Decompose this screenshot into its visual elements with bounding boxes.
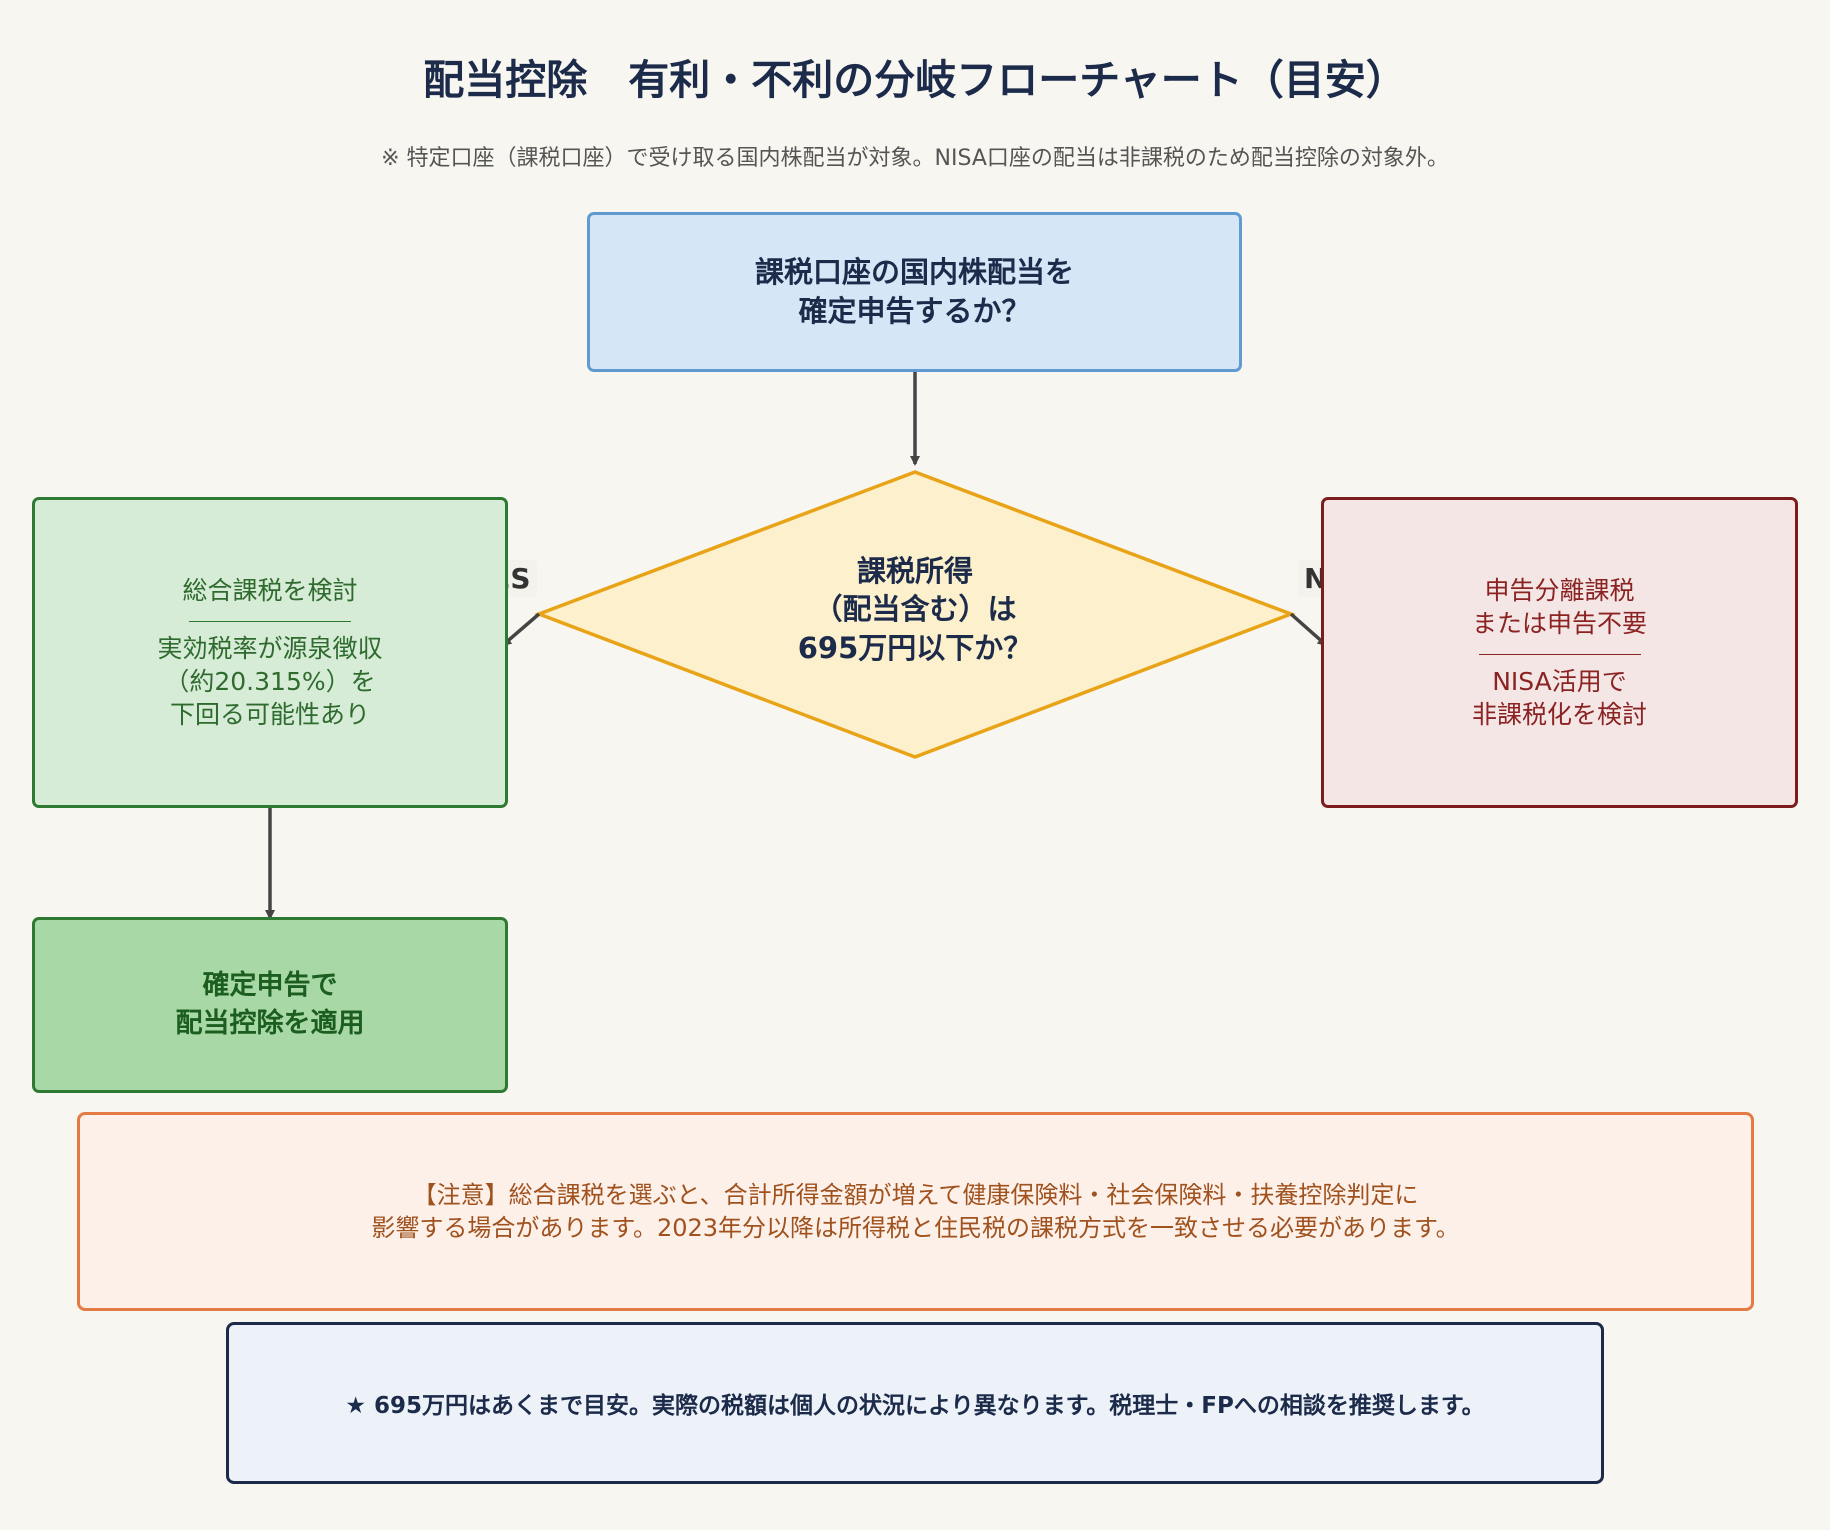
arrow-decision-to-yes bbox=[501, 612, 541, 647]
no-node-heading1: 申告分離課税 bbox=[1484, 576, 1635, 605]
no-node: 申告分離課税 または申告不要 NISA活用で 非課税化を検討 bbox=[1321, 497, 1798, 808]
no-node-heading2: または申告不要 bbox=[1471, 609, 1647, 638]
no-node-divider bbox=[1478, 654, 1641, 655]
yes-node-line2: （約20.315%）を bbox=[164, 667, 376, 696]
apply-node-line2: 配当控除を適用 bbox=[175, 1008, 365, 1039]
start-node-line1: 課税口座の国内株配当を bbox=[754, 254, 1074, 289]
caution-note-line2: 影響する場合があります。2023年分以降は所得税と住民税の課税方式を一致させる必… bbox=[371, 1213, 1460, 1242]
no-node-line1: NISA活用で bbox=[1492, 667, 1627, 696]
decision-line1: 課税所得 bbox=[856, 554, 973, 588]
apply-node-line1: 確定申告で bbox=[202, 970, 338, 1002]
start-node: 課税口座の国内株配当を 確定申告するか？ bbox=[587, 212, 1242, 372]
caution-note: 【注意】総合課税を選ぶと、合計所得金額が増えて健康保険料・社会保険料・扶養控除判… bbox=[77, 1112, 1754, 1311]
start-node-line2: 確定申告するか？ bbox=[798, 294, 1031, 328]
apply-node: 確定申告で 配当控除を適用 bbox=[32, 917, 508, 1093]
decision-node-text: 課税所得 （配当含む）は 695万円以下か？ bbox=[680, 552, 1150, 667]
yes-node: 総合課税を検討 実効税率が源泉徴収 （約20.315%）を 下回る可能性あり bbox=[32, 497, 508, 808]
decision-line3: 695万円以下か？ bbox=[797, 630, 1033, 665]
decision-diamond bbox=[534, 470, 1296, 759]
page-subtitle: ※ 特定口座（課税口座）で受け取る国内株配当が対象。NISA口座の配当は非課税の… bbox=[381, 146, 1449, 171]
disclaimer-box: ★ 695万円はあくまで目安。実際の税額は個人の状況により異なります。税理士・F… bbox=[226, 1322, 1604, 1484]
decision-line2: （配当含む）は bbox=[813, 592, 1017, 627]
disclaimer-text: ★ 695万円はあくまで目安。実際の税額は個人の状況により異なります。税理士・F… bbox=[345, 1393, 1485, 1419]
page-title: 配当控除 有利・不利の分岐フローチャート（目安） bbox=[423, 56, 1407, 104]
caution-note-line1: 【注意】総合課税を選ぶと、合計所得金額が増えて健康保険料・社会保険料・扶養控除判… bbox=[412, 1181, 1419, 1210]
yes-node-line1: 実効税率が源泉徴収 bbox=[157, 634, 383, 663]
no-node-line2: 非課税化を検討 bbox=[1471, 700, 1647, 729]
yes-node-heading: 総合課税を検討 bbox=[182, 576, 358, 605]
yes-node-line3: 下回る可能性あり bbox=[169, 700, 370, 729]
arrow-decision-to-no bbox=[1289, 612, 1328, 647]
yes-node-divider bbox=[189, 621, 351, 622]
